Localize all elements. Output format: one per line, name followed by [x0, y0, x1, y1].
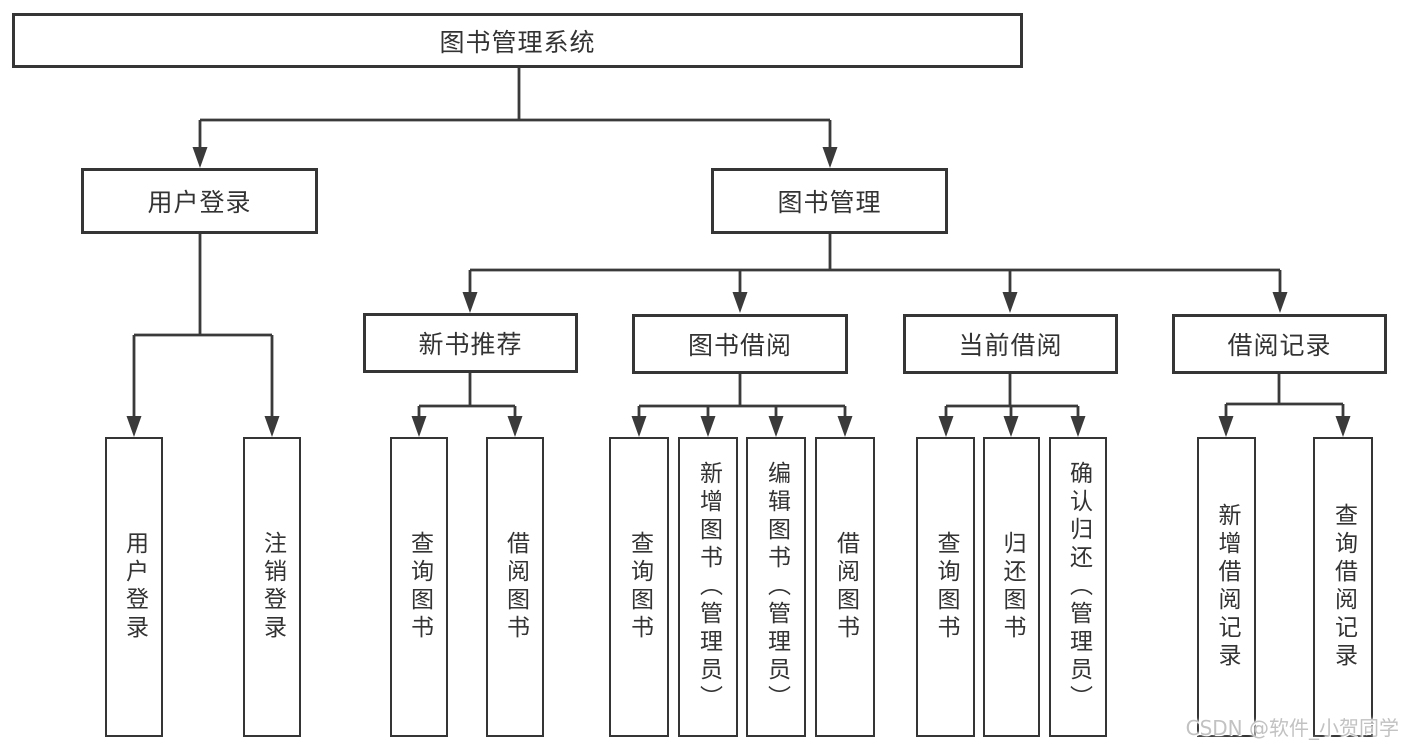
node-library-system: 图书管理系统	[12, 13, 1023, 68]
leaf-current-confirm-return-admin: 确认归还（管理员）	[1049, 437, 1107, 737]
leaf-current-return-books: 归还图书	[983, 437, 1040, 737]
leaf-recommend-borrow-books: 借阅图书	[486, 437, 544, 737]
csdn-watermark: CSDN @软件_小贺同学	[1185, 716, 1399, 740]
node-book-management: 图书管理	[711, 168, 948, 234]
leaf-borrowing-edit-books-admin: 编辑图书（管理员）	[746, 437, 806, 737]
node-borrowing-records: 借阅记录	[1172, 314, 1387, 374]
node-book-borrowing: 图书借阅	[632, 314, 848, 374]
leaf-current-query-books: 查询图书	[916, 437, 975, 737]
leaf-records-add-record: 新增借阅记录	[1197, 437, 1256, 737]
node-new-book-recommend: 新书推荐	[363, 313, 578, 373]
node-current-borrowing: 当前借阅	[903, 314, 1118, 374]
leaf-logout: 注销登录	[243, 437, 301, 737]
leaf-borrowing-borrow-books: 借阅图书	[815, 437, 875, 737]
node-user-login: 用户登录	[81, 168, 318, 234]
leaf-records-query-record: 查询借阅记录	[1313, 437, 1373, 737]
leaf-borrowing-add-books-admin: 新增图书（管理员）	[678, 437, 738, 737]
leaf-user-login: 用户登录	[105, 437, 163, 737]
leaf-borrowing-query-books: 查询图书	[609, 437, 669, 737]
leaf-recommend-query-books: 查询图书	[390, 437, 448, 737]
